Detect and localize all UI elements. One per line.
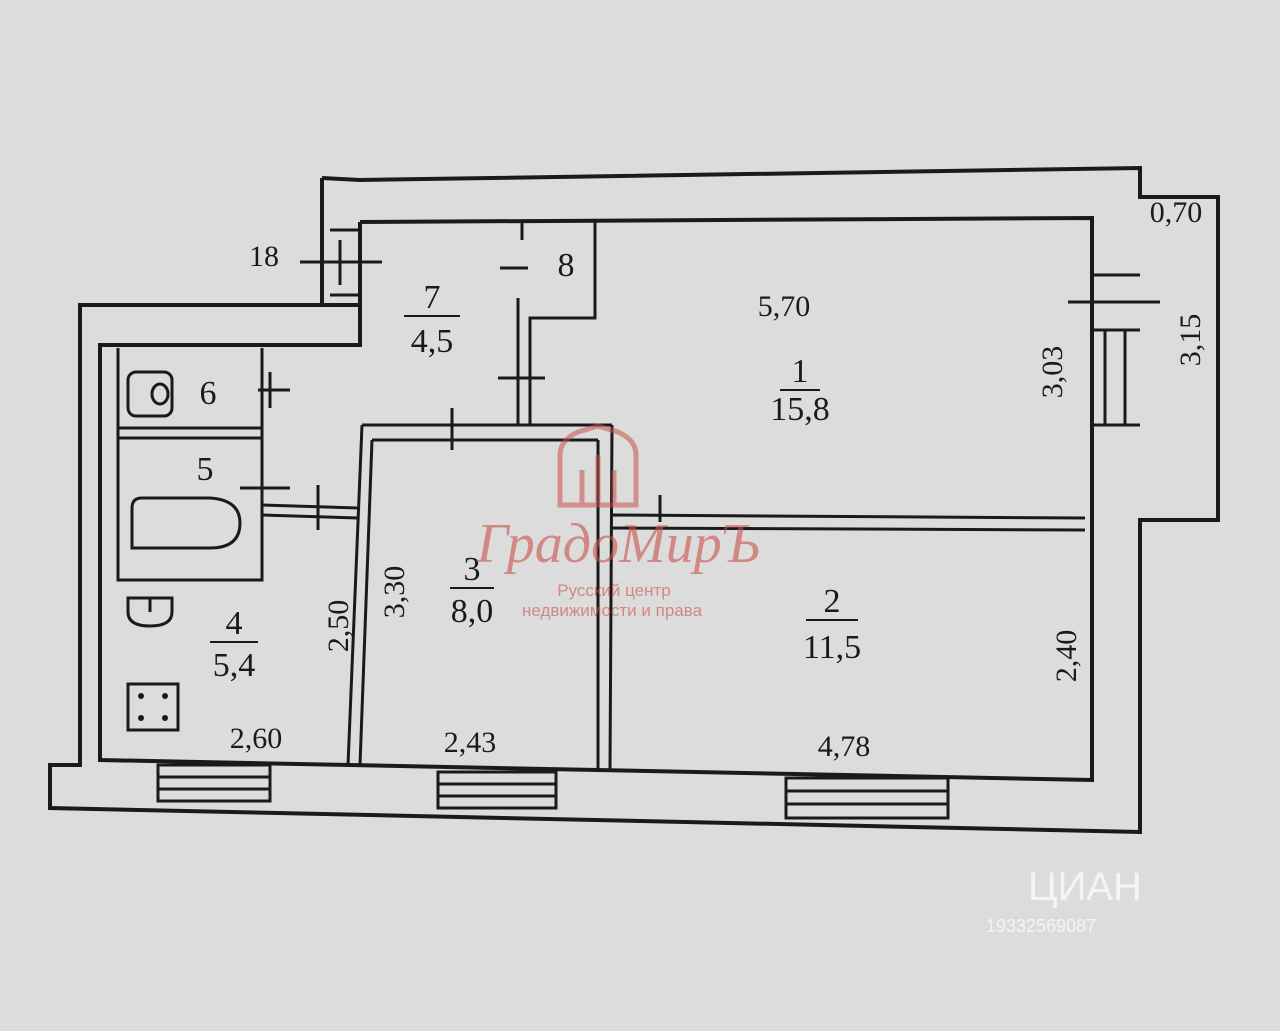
dimension-315: 3,15 (1174, 314, 1207, 367)
room-3-area: 8,0 (451, 593, 494, 630)
dimension-070: 0,70 (1150, 196, 1203, 229)
bathtub-icon (130, 496, 242, 550)
dimension-303: 3,03 (1036, 346, 1069, 399)
room-8-number: 8 (558, 247, 575, 284)
room-7-area: 4,5 (411, 323, 454, 360)
dimension-labels: 5,70 3,03 0,70 3,15 3,30 2,50 2,40 2,60 … (230, 196, 1207, 763)
dimension-250: 2,50 (322, 600, 355, 653)
room-labels: 1 15,8 2 11,5 3 8,0 4 5,4 5 6 7 4,5 8 (197, 247, 862, 684)
stove-icon (126, 682, 180, 732)
room-1-area: 15,8 (770, 391, 830, 428)
room-7-number: 7 (424, 279, 441, 316)
dimension-330: 3,30 (378, 566, 411, 619)
room-1-number: 1 (792, 353, 809, 390)
toilet-icon (126, 370, 174, 418)
dimension-260: 2,60 (230, 722, 283, 755)
dimension-570: 5,70 (758, 290, 811, 323)
room-5-number: 5 (197, 451, 214, 488)
room-3-number: 3 (464, 551, 481, 588)
watermark-brand: ЦИАН (1028, 865, 1142, 909)
dimension-243: 2,43 (444, 726, 497, 759)
logo-tagline-2: недвижимости и права (522, 601, 703, 620)
dimension-478: 4,78 (818, 730, 871, 763)
logo-name: ГрадоМирЪ (475, 513, 759, 575)
room-4-number: 4 (226, 605, 243, 642)
logo-tagline-1: Русский центр (557, 581, 670, 600)
room-4-area: 5,4 (213, 647, 256, 684)
tower-icon (557, 423, 639, 508)
windows (156, 763, 950, 820)
dimension-240: 2,40 (1050, 630, 1083, 683)
room-2-area: 11,5 (803, 629, 861, 666)
room-6-number: 6 (200, 375, 217, 412)
site-watermark: ЦИАН 19332569087 (986, 865, 1142, 936)
agency-logo: ГрадоМирЪ Русский центр недвижимости и п… (475, 423, 760, 620)
watermark-code: 19332569087 (986, 916, 1096, 936)
tick-marks (240, 222, 1160, 530)
fixtures (126, 370, 242, 732)
dimension-18: 18 (249, 240, 279, 273)
outer-walls (48, 165, 1220, 835)
room-2-number: 2 (824, 583, 841, 620)
sink-icon (126, 596, 174, 628)
